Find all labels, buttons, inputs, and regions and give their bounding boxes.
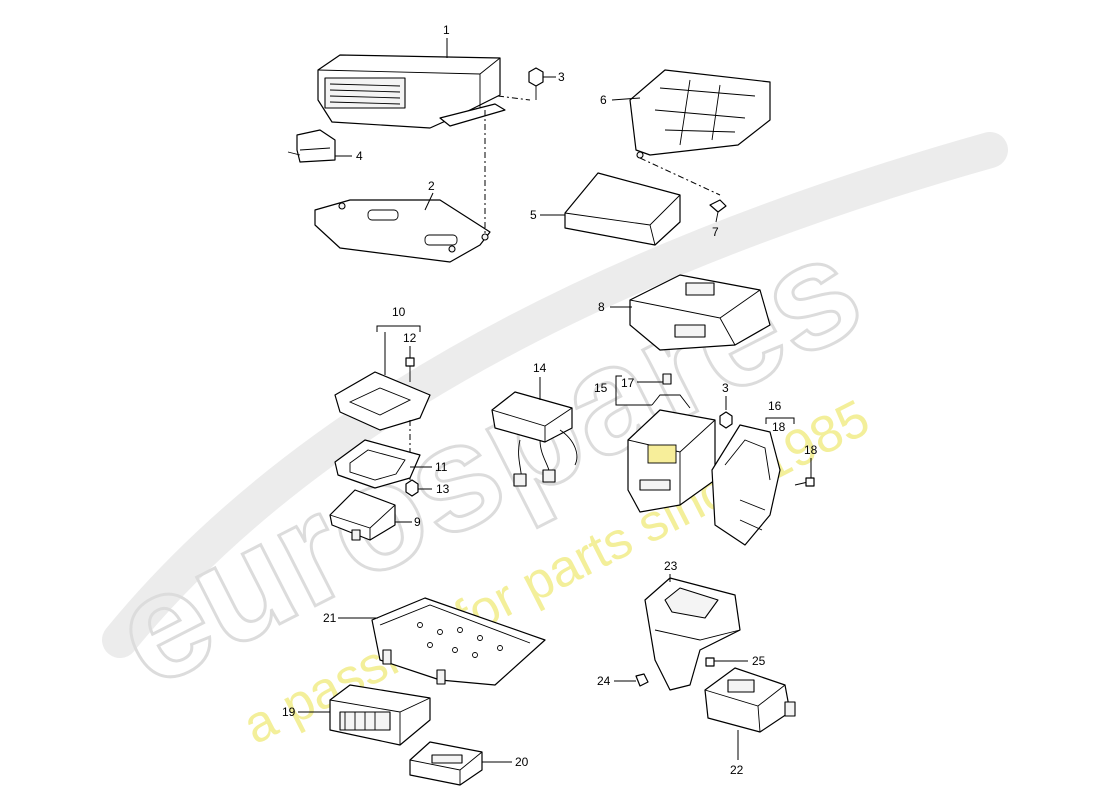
part-23-bracket: [644, 577, 741, 691]
callout-label-3a: 3: [558, 70, 565, 84]
part-19-relay-block: [329, 684, 431, 746]
callout-label-20: 20: [515, 755, 529, 769]
part-22-module: [704, 667, 796, 733]
callout-label-12: 12: [403, 331, 417, 345]
callout-label-21: 21: [323, 611, 337, 625]
callout-12: 12: [403, 331, 417, 382]
part-16-cover: [711, 424, 781, 546]
callout-label-15: 15: [594, 381, 608, 395]
part-1-control-unit: [317, 54, 506, 129]
callout-label-22: 22: [730, 763, 744, 777]
part-2-mounting-plate: [314, 199, 491, 263]
callout-label-1: 1: [443, 23, 450, 37]
part-14-harness-module: [491, 391, 578, 487]
assembly-line-2: [497, 95, 531, 101]
callout-label-19: 19: [282, 705, 296, 719]
callout-21: 21: [323, 611, 378, 625]
callout-label-5: 5: [530, 208, 537, 222]
part-18-screw: 18: [794, 443, 818, 487]
callout-label-23: 23: [664, 559, 678, 573]
callout-22: 22: [730, 730, 744, 777]
callout-label-13: 13: [436, 482, 450, 496]
callout-8: 8: [598, 300, 632, 314]
callout-label-8: 8: [598, 300, 605, 314]
callout-label-2: 2: [428, 179, 435, 193]
callout-label-3b: 3: [722, 381, 729, 395]
callout-2: 2: [424, 179, 435, 211]
callout-label-25: 25: [752, 654, 766, 668]
callout-14: 14: [533, 361, 547, 400]
callout-15-bracket: 15 17: [594, 373, 672, 406]
callout-label-24: 24: [597, 674, 611, 688]
part-24-clip: 24: [597, 673, 649, 688]
callout-19: 19: [282, 705, 330, 719]
part-13-nut: 13: [405, 479, 450, 497]
part-10-cover: [334, 371, 431, 431]
callout-label-16: 16: [768, 399, 782, 413]
callout-6: 6: [600, 93, 641, 107]
part-17-clip: [662, 373, 672, 385]
callout-label-18b: 18: [804, 443, 818, 457]
callout-label-7: 7: [712, 225, 719, 239]
callout-1: 1: [443, 23, 450, 58]
callout-label-4: 4: [356, 149, 363, 163]
callout-5: 5: [530, 208, 565, 222]
part-15-control-module: [627, 394, 716, 513]
part-11-gasket: 11: [334, 439, 448, 489]
part-21-carrier-plate: [371, 597, 546, 686]
part-7-screw: 7: [709, 199, 727, 239]
callout-label-6: 6: [600, 93, 607, 107]
callout-16-bracket: 16 18: [765, 399, 795, 445]
watermark: eurospares a passion for parts since 198…: [87, 132, 1008, 756]
callout-label-17: 17: [621, 376, 635, 390]
part-3-nut: 3: [528, 67, 565, 100]
part-8-bracket: [629, 274, 771, 351]
part-25-screw: 25: [705, 654, 766, 668]
callout-label-9: 9: [414, 515, 421, 529]
part-9-module: 9: [329, 489, 421, 541]
callout-label-10: 10: [392, 305, 406, 319]
assembly-line-3: [639, 157, 721, 196]
callout-10-bracket: 10: [376, 305, 421, 375]
callout-label-18a: 18: [772, 420, 786, 434]
callout-23: 23: [664, 559, 678, 582]
callout-label-14: 14: [533, 361, 547, 375]
part-3-nut-2: 3: [719, 381, 733, 429]
part-4-clip: 4: [287, 129, 363, 163]
part-20-module: [409, 741, 483, 786]
watermark-swoosh: [102, 132, 1008, 658]
part-5-module: [564, 172, 681, 246]
callout-label-11: 11: [435, 460, 448, 474]
part-6-holder-frame: [629, 69, 771, 159]
callout-20: 20: [482, 755, 529, 769]
